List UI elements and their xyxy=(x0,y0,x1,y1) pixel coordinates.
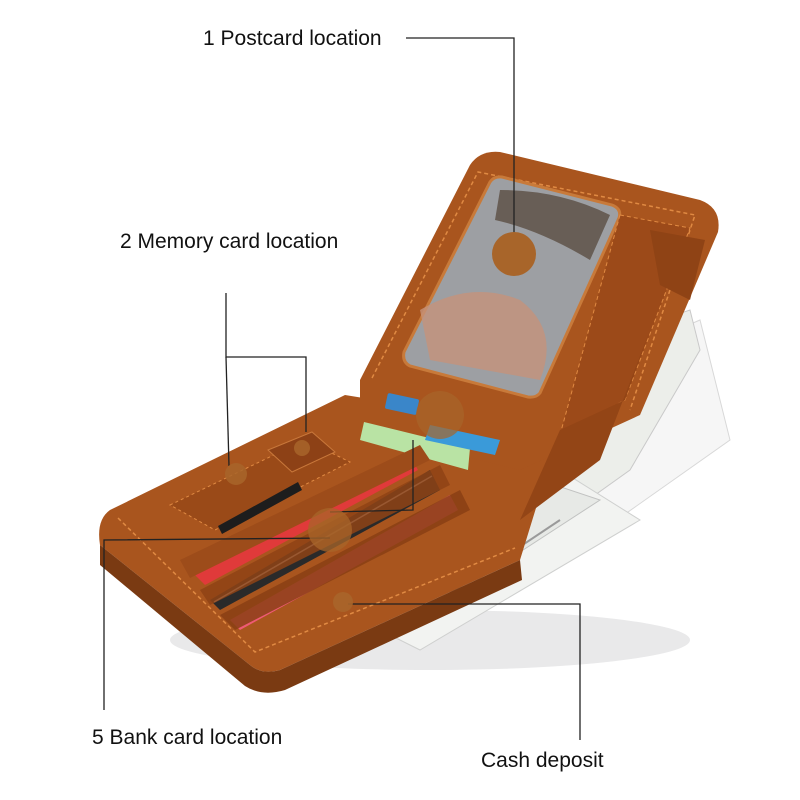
marker-memory-2 xyxy=(294,440,310,456)
bank-card-location-label: 5 Bank card location xyxy=(92,726,283,749)
leader-lines xyxy=(103,37,581,740)
marker-memory-1 xyxy=(225,463,247,485)
leader-cash xyxy=(348,603,581,740)
leader-postcard xyxy=(406,37,515,238)
wallet-top-flap xyxy=(360,151,719,520)
markers xyxy=(225,232,536,612)
leader-memory-b xyxy=(225,356,230,467)
memory-card-location-label: 2 Memory card location xyxy=(120,230,339,253)
marker-postcard xyxy=(492,232,536,276)
leader-bank xyxy=(103,537,331,710)
card-slots xyxy=(168,393,500,630)
marker-card-window xyxy=(416,391,464,439)
marker-cash xyxy=(333,592,353,612)
marker-bank xyxy=(308,508,352,552)
leader-memory-a xyxy=(225,293,307,432)
leader-bank-b xyxy=(329,440,414,513)
postcard-location-label: 1 Postcard location xyxy=(203,27,382,50)
cash-deposit-label: Cash deposit xyxy=(481,749,604,772)
